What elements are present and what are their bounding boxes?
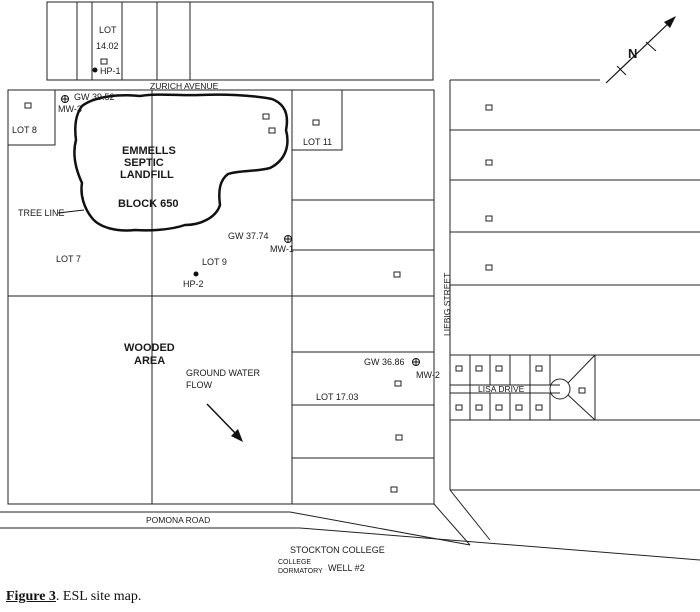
tree-line-label: TREE LINE	[18, 208, 65, 218]
mw-2-symbol	[412, 358, 420, 366]
lot-14-02-label-1: LOT	[99, 25, 117, 35]
landfill-label-2: SEPTIC	[124, 157, 164, 169]
lot-8-label: LOT 8	[12, 125, 37, 135]
mw-1-label: MW-1	[270, 244, 294, 254]
lot-7-label: LOT 7	[56, 254, 81, 264]
liebig-street-label: LIEBIG STREET	[442, 273, 452, 336]
north-label: N	[628, 46, 637, 61]
mw-1-symbol	[284, 235, 292, 243]
caption-text: . ESL site map.	[55, 589, 142, 604]
block-650-label: BLOCK 650	[118, 198, 179, 210]
east-block	[449, 79, 700, 491]
mw-3-label: MW-3	[58, 104, 82, 114]
zurich-avenue-label: ZURICH AVENUE	[150, 81, 219, 91]
lot-14-02-label-2: 14.02	[96, 41, 119, 51]
wooded-area-label-2: AREA	[134, 355, 165, 367]
lisa-drive-label: LISA DRIVE	[478, 384, 525, 394]
wooded-area-label-1: WOODED	[124, 342, 175, 354]
ground-water-flow-arrow	[206, 403, 243, 442]
lot-9-label: LOT 9	[202, 257, 227, 267]
figure-caption: Figure 3. ESL site map.	[6, 589, 141, 605]
top-lots-block	[46, 1, 434, 81]
lot-11-label: LOT 11	[303, 137, 332, 147]
site-map: LOT 14.02 HP-1 ZURICH AVENUE GW 39.52 MW…	[0, 1, 700, 575]
ground-water-flow-label-2: FLOW	[186, 380, 213, 390]
lot-17-03-label: LOT 17.03	[316, 392, 358, 402]
figure-number: Figure 3	[6, 589, 56, 604]
road-lines	[0, 489, 700, 561]
landfill-boundary	[73, 93, 289, 232]
well-2-label: WELL #2	[328, 563, 365, 573]
gw-39-52-label: GW 39.52	[74, 92, 115, 102]
west-block	[7, 89, 435, 505]
gw-36-86-label: GW 36.86	[364, 357, 405, 367]
hp-1-symbol	[92, 67, 98, 73]
pomona-road-label: POMONA ROAD	[146, 515, 210, 525]
landfill-label-1: EMMELLS	[122, 145, 176, 157]
hp-2-label: HP-2	[183, 279, 204, 289]
landfill-label-3: LANDFILL	[120, 169, 174, 181]
gw-37-74-label: GW 37.74	[228, 231, 269, 241]
hp-2-symbol	[193, 271, 199, 277]
mw-3-symbol	[61, 95, 69, 103]
mw-2-label: MW-2	[416, 370, 440, 380]
ground-water-flow-label-1: GROUND WATER	[186, 368, 260, 378]
college-dorm-label-1: COLLEGE	[278, 559, 311, 566]
north-arrow-icon	[605, 16, 676, 84]
stockton-college-label: STOCKTON COLLEGE	[290, 545, 385, 555]
hp-1-label: HP-1	[100, 66, 121, 76]
college-dorm-label-2: DORMATORY	[278, 568, 323, 575]
building-markers	[24, 58, 586, 493]
